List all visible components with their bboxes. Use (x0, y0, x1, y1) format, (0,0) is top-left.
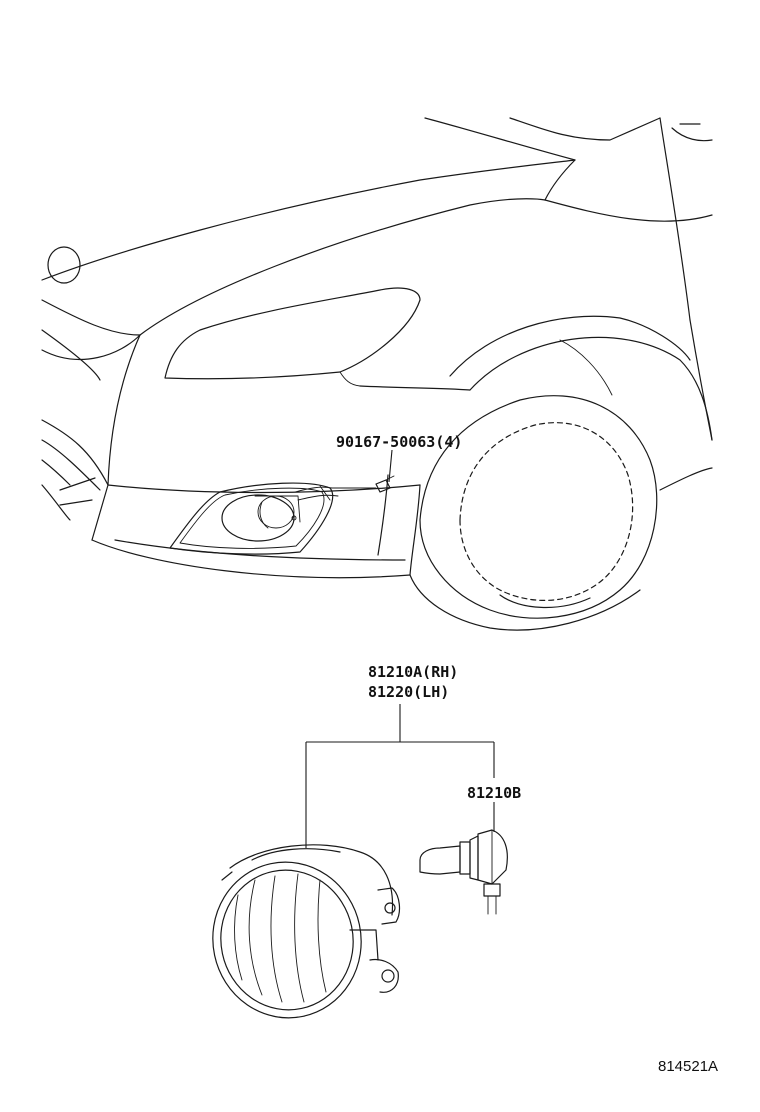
fog-lamp-bulb[interactable] (419, 829, 508, 915)
assembly-leader-lines (305, 704, 495, 848)
car-front-illustration (41, 117, 713, 631)
bulb-part-label[interactable]: 81210B (467, 784, 521, 802)
diagram-reference-code: 814521A (658, 1058, 718, 1075)
fog-lamp-unit[interactable] (198, 844, 401, 1032)
fog-lamp-rh-label[interactable]: 81210A(RH) (368, 663, 458, 681)
fog-lamp-lh-label[interactable]: 81220(LH) (368, 683, 449, 701)
bolt-part-label[interactable]: 90167-50063(4) (336, 433, 462, 451)
bolt-leader-line (388, 449, 393, 483)
